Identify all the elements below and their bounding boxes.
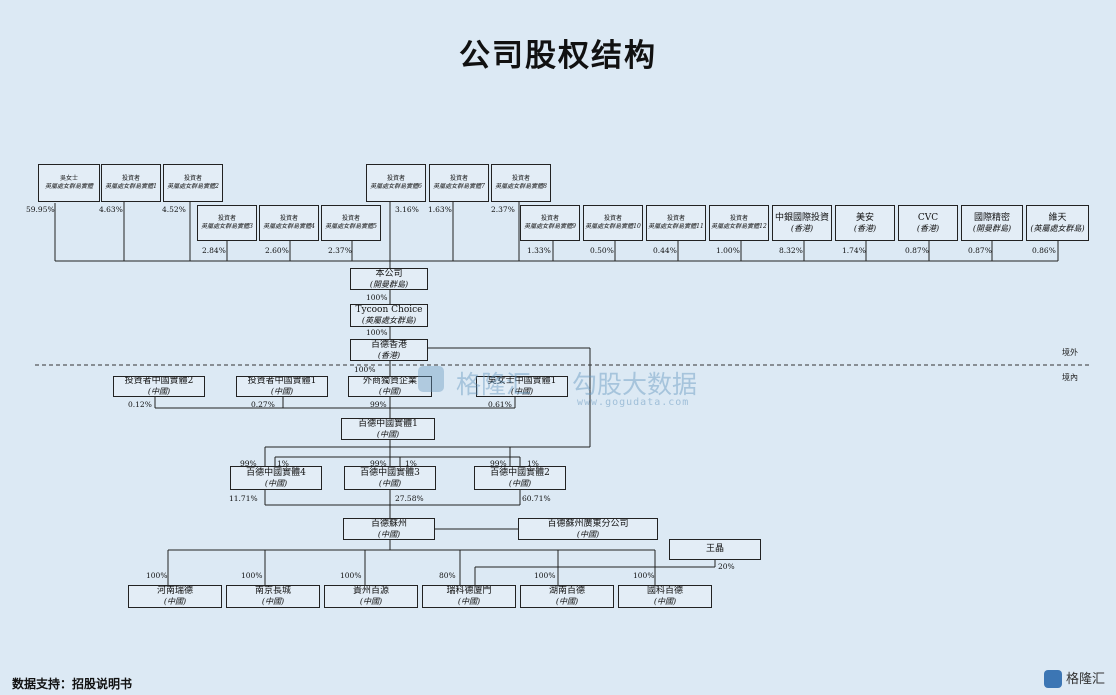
pct-label: 0.12% <box>128 400 152 409</box>
pct-label: 99% <box>370 459 387 468</box>
subsidiary-box: 湖南百德(中國) <box>520 585 614 608</box>
entity-box: 吳女士中國實體1(中國) <box>476 376 568 397</box>
subsidiary-box: 河南瑞德(中國) <box>128 585 222 608</box>
pct-label: 100% <box>366 328 388 337</box>
entity-box: 百德中國實體2(中國) <box>474 466 566 490</box>
pct-label: 1.33% <box>527 246 551 255</box>
company-box: 本公司(開曼群島) <box>350 268 428 290</box>
pct-label: 4.52% <box>162 205 186 214</box>
shareholder-box: 投資者英屬處女群島實體8 <box>491 164 551 202</box>
shareholder-box: 投資者英屬處女群島實體2 <box>163 164 223 202</box>
pct-label: 1.00% <box>716 246 740 255</box>
pct-label: 1.74% <box>842 246 866 255</box>
shareholder-box: 投資者英屬處女群島實體10 <box>583 205 643 241</box>
pct-label: 11.71% <box>229 494 258 503</box>
pct-label: 3.16% <box>395 205 419 214</box>
shareholder-box: 投資者英屬處女群島實體11 <box>646 205 706 241</box>
corner-logo-icon <box>1044 670 1062 688</box>
source-note: 数据支持：招股说明书 <box>12 677 133 691</box>
pct-label: 80% <box>439 571 456 580</box>
pct-label: 2.84% <box>202 246 226 255</box>
pct-label: 60.71% <box>522 494 551 503</box>
pct-label: 0.87% <box>905 246 929 255</box>
offshore-label: 境外 <box>1062 348 1078 357</box>
pct-label: 99% <box>490 459 507 468</box>
pct-label: 1% <box>277 459 289 468</box>
shareholder-box: 維天(英屬處女群島) <box>1026 205 1089 241</box>
pct-label: 0.61% <box>488 400 512 409</box>
shareholder-box: 投資者英屬處女群島實體1 <box>101 164 161 202</box>
shareholder-box: 投資者英屬處女群島實體6 <box>366 164 426 202</box>
pct-label: 1.63% <box>428 205 452 214</box>
pct-label: 4.63% <box>99 205 123 214</box>
subsidiary-box: 南京長城(中國) <box>226 585 320 608</box>
subsidiary-box: 貴州百源(中國) <box>324 585 418 608</box>
person-box: 王晶 <box>669 539 761 560</box>
pct-label: 99% <box>240 459 257 468</box>
subsidiary-box: 瑞科德廈門(中國) <box>422 585 516 608</box>
watermark-brand-2: 勾股大数据 <box>572 370 698 399</box>
shareholder-box: 投資者英屬處女群島實體3 <box>197 205 257 241</box>
pct-label: 0.27% <box>251 400 275 409</box>
entity-box: 外商獨資企業(中國) <box>348 376 432 397</box>
shareholder-box: 投資者英屬處女群島實體4 <box>259 205 319 241</box>
shareholder-box: 投資者英屬處女群島實體5 <box>321 205 381 241</box>
onshore-label: 境內 <box>1062 373 1078 382</box>
entity-box: 百德中國實體3(中國) <box>344 466 436 490</box>
pct-label: 100% <box>534 571 556 580</box>
entity-box: 百德中國實體4(中國) <box>230 466 322 490</box>
pct-label: 100% <box>146 571 168 580</box>
pct-label: 59.95% <box>26 205 55 214</box>
entity-box: 百德香港(香港) <box>350 339 428 361</box>
entity-box: Tycoon Choice(英屬處女群島) <box>350 304 428 327</box>
pct-label: 2.60% <box>265 246 289 255</box>
shareholder-box: 國際精密(開曼群島) <box>961 205 1023 241</box>
pct-label: 2.37% <box>328 246 352 255</box>
subsidiary-box: 國科百德(中國) <box>618 585 712 608</box>
shareholder-box: 投資者英屬處女群島實體12 <box>709 205 769 241</box>
shareholder-box: CVC(香港) <box>898 205 958 241</box>
watermark-brand: 格隆汇 <box>456 370 532 399</box>
pct-label: 99% <box>370 400 387 409</box>
entity-box: 投資者中國實體2(中國) <box>113 376 205 397</box>
pct-label: 8.32% <box>779 246 803 255</box>
entity-box: 投資者中國實體1(中國) <box>236 376 328 397</box>
entity-box: 百德蘇州(中國) <box>343 518 435 540</box>
shareholder-box: 投資者英屬處女群島實體9 <box>520 205 580 241</box>
shareholder-box: 中銀國際投資(香港) <box>772 205 832 241</box>
pct-label: 100% <box>633 571 655 580</box>
pct-label: 100% <box>354 365 376 374</box>
pct-label: 2.37% <box>491 205 515 214</box>
entity-box: 百德蘇州廣東分公司(中國) <box>518 518 658 540</box>
pct-label: 100% <box>340 571 362 580</box>
pct-label: 1% <box>405 459 417 468</box>
pct-label: 0.44% <box>653 246 677 255</box>
pct-label: 1% <box>527 459 539 468</box>
pct-label: 0.87% <box>968 246 992 255</box>
pct-label: 20% <box>718 562 735 571</box>
shareholder-box: 投資者英屬處女群島實體7 <box>429 164 489 202</box>
shareholder-box: 吳女士英屬處女群島實體 <box>38 164 100 202</box>
chart-title: 公司股权结构 <box>459 38 657 74</box>
watermark-logo-icon <box>418 366 444 392</box>
shareholder-box: 美安(香港) <box>835 205 895 241</box>
pct-label: 100% <box>241 571 263 580</box>
pct-label: 100% <box>366 293 388 302</box>
pct-label: 0.86% <box>1032 246 1056 255</box>
pct-label: 27.58% <box>395 494 424 503</box>
entity-box: 百德中國實體1(中國) <box>341 418 435 440</box>
watermark-url: www.gogudata.com <box>577 397 690 408</box>
pct-label: 0.50% <box>590 246 614 255</box>
corner-brand: 格隆汇 <box>1066 672 1106 687</box>
